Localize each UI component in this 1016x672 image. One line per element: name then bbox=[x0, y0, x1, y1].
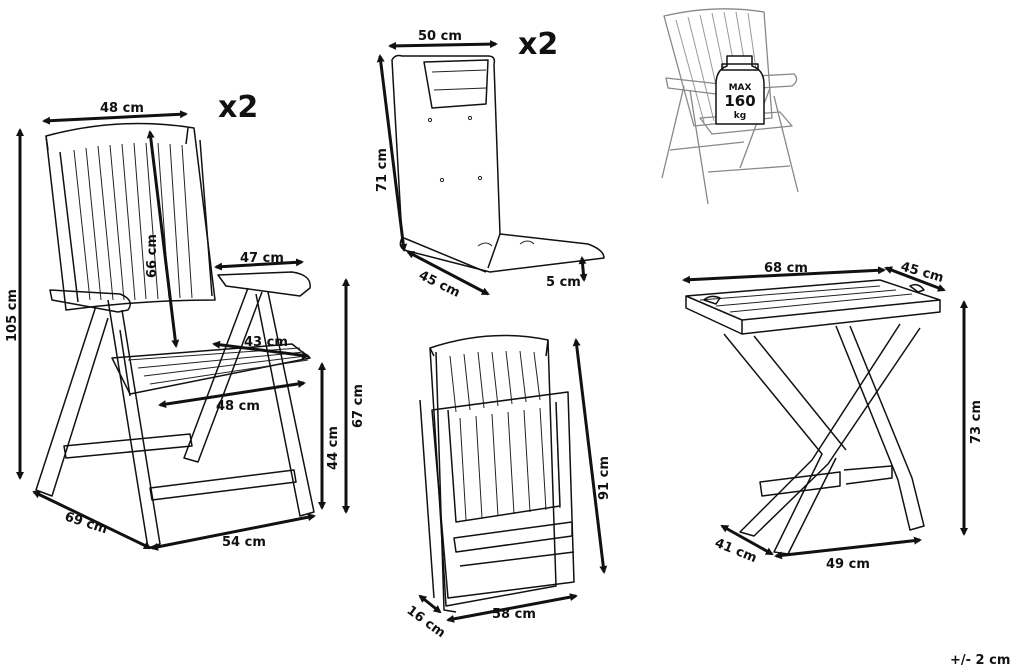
chair-total-height-label: 105 cm bbox=[5, 289, 20, 342]
folded-chair-thickness-label: 16 cm bbox=[404, 603, 448, 641]
load-unit: kg bbox=[734, 111, 746, 121]
chair-back-width-label: 48 cm bbox=[100, 101, 144, 116]
folded-chair-height-label: 91 cm bbox=[597, 456, 612, 500]
chair-seat-width-label: 48 cm bbox=[216, 399, 260, 414]
chair-armrest-length-label: 47 cm bbox=[240, 251, 284, 266]
folded-chair-width-label: 58 cm bbox=[492, 607, 536, 622]
chair-armrest-height-label: 67 cm bbox=[351, 384, 366, 428]
chair-seat-depth-label: 43 cm bbox=[244, 335, 288, 350]
cushion-height-label: 71 cm bbox=[375, 148, 390, 192]
chair-quantity: x2 bbox=[218, 90, 258, 125]
load-value: 160 bbox=[724, 92, 755, 110]
table-height-label: 73 cm bbox=[969, 400, 984, 444]
cushion-width-label: 50 cm bbox=[418, 29, 462, 44]
tolerance-note: +/- 2 cm bbox=[950, 653, 1010, 668]
chair-back-height-label: 66 cm bbox=[145, 234, 160, 278]
cushion-thickness-label: 5 cm bbox=[546, 275, 581, 290]
load-capacity-chair-drawing bbox=[661, 8, 799, 205]
cushion-quantity: x2 bbox=[518, 27, 558, 62]
folded-chair-drawing bbox=[419, 334, 575, 613]
chair-depth-label: 69 cm bbox=[63, 510, 109, 538]
table-length-label: 68 cm bbox=[764, 261, 808, 276]
cushion-drawing bbox=[391, 54, 605, 273]
cushion-seat-depth-label: 45 cm bbox=[416, 268, 462, 301]
tray-table-drawing bbox=[685, 279, 941, 555]
chair-seat-height-label: 44 cm bbox=[326, 426, 341, 470]
table-base-depth-label: 41 cm bbox=[713, 536, 759, 566]
chair-width-label: 54 cm bbox=[222, 535, 266, 550]
table-base-width-label: 49 cm bbox=[826, 557, 870, 572]
load-max-label: MAX bbox=[729, 83, 752, 93]
